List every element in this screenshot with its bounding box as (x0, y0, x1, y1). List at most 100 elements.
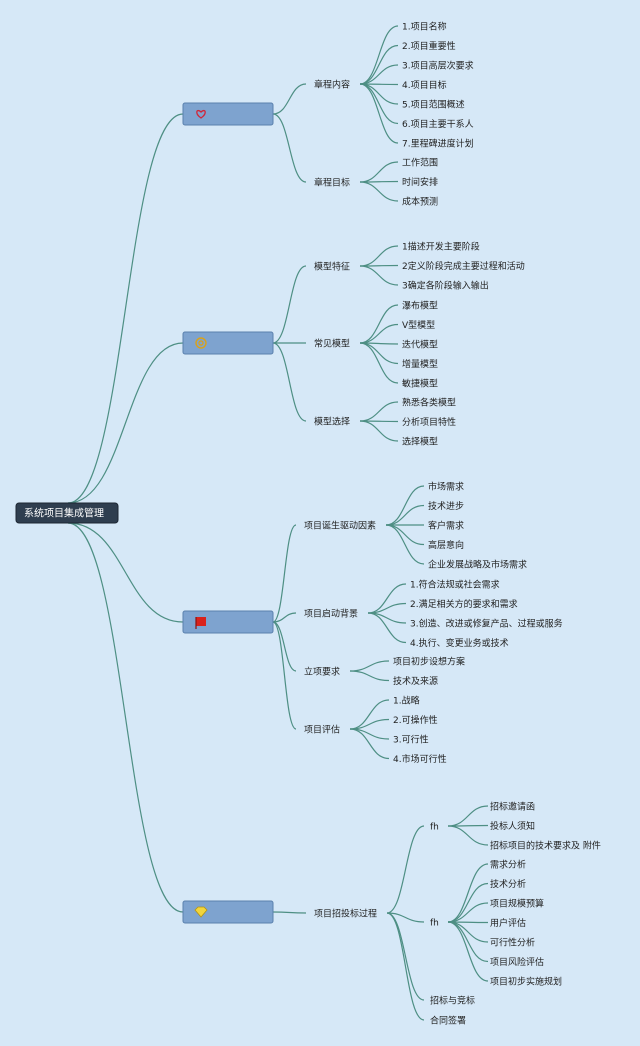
topic-to-leaf-line (359, 342, 399, 365)
topic-label: 章程目标 (314, 177, 350, 189)
leaf-label: 选择模型 (402, 436, 438, 448)
leaf-label: 投标人须知 (490, 820, 535, 832)
leaf-label: 4.市场可行性 (393, 753, 447, 765)
leaf-label: 技术进步 (428, 500, 464, 512)
root-to-section-line (67, 113, 184, 504)
section-node[interactable] (182, 610, 274, 634)
leaf-label: 时间安排 (402, 176, 438, 188)
leaf-label: 1描述开发主要阶段 (402, 241, 480, 253)
topic-to-leaf-line (359, 245, 399, 267)
leaf-label: 高层意向 (428, 539, 464, 551)
root-to-section-line (67, 522, 184, 913)
section-to-topic-line (272, 113, 307, 183)
leaf-label: 分析项目特性 (402, 416, 456, 428)
flag-icon (195, 617, 206, 629)
leaf-label: 3确定各阶段输入输出 (402, 280, 489, 292)
leaf-label: 2定义阶段完成主要过程和活动 (402, 260, 525, 272)
section-box (182, 900, 274, 924)
topic-to-leaf-line (359, 64, 399, 85)
section-to-topic-line (272, 911, 307, 914)
section-to-topic-line (272, 621, 297, 672)
topic-to-leaf-line (367, 612, 407, 644)
sub-to-leaf-line (447, 921, 489, 982)
leaf-label: 熟悉各类模型 (402, 397, 456, 409)
topic-to-sub-line (386, 912, 425, 923)
section-to-topic-line (272, 612, 297, 623)
heart-icon (196, 109, 206, 119)
leaf-label: 5.项目范围概述 (402, 99, 465, 111)
topic-label: 项目评估 (304, 724, 340, 736)
leaf-label: 1.项目名称 (402, 21, 447, 33)
sub-to-leaf-line (447, 882, 489, 923)
leaf-label: 招标与竞标 (430, 995, 475, 1007)
topic-to-leaf-line (359, 401, 399, 422)
leaf-label: 迭代模型 (402, 339, 438, 351)
leaf-label: 可行性分析 (490, 937, 535, 949)
topic-to-leaf-line (359, 420, 399, 442)
diamond-icon (194, 906, 208, 918)
leaf-label: 瀑布模型 (402, 300, 438, 312)
sub-to-leaf-line (447, 825, 489, 846)
topic-to-leaf-line (359, 44, 399, 85)
sub-topic-label: fh (430, 823, 439, 833)
leaf-label: 2.满足相关方的要求和需求 (410, 598, 518, 610)
leaf-label: 项目初步实施规划 (490, 976, 562, 988)
section-to-topic-line (272, 621, 297, 730)
leaf-label: 客户需求 (428, 520, 464, 532)
section-to-topic-line (272, 83, 307, 115)
topic-to-leaf-line (359, 265, 399, 286)
leaf-label: 3.可行性 (393, 734, 429, 746)
root-label: 系统项目集成管理 (24, 507, 104, 520)
topic-to-leaf-line (385, 524, 425, 546)
topic-to-sub-line (386, 825, 425, 914)
leaf-label: 成本预测 (402, 196, 438, 208)
leaf-label: 2.项目重要性 (402, 40, 456, 52)
section-node[interactable] (182, 102, 274, 126)
topic-label: 常见模型 (314, 338, 350, 350)
leaf-label: 项目初步设想方案 (393, 656, 465, 668)
section-box (182, 331, 274, 355)
leaf-label: 市场需求 (428, 481, 464, 493)
leaf-label: 1.战略 (393, 695, 420, 707)
leaf-label: 技术分析 (490, 878, 526, 890)
leaf-label: 4.项目目标 (402, 79, 447, 91)
leaf-label: 招标邀请函 (490, 801, 535, 813)
topic-to-leaf-line (349, 660, 390, 672)
leaf-label: 企业发展战略及市场需求 (428, 559, 527, 571)
leaf-label: 3.创造、改进或修复产品、过程或服务 (410, 618, 563, 630)
topic-to-leaf-line (349, 728, 390, 760)
sub-to-leaf-line (447, 805, 489, 827)
topic-to-leaf-line (359, 264, 399, 267)
topic-to-leaf-line (385, 504, 425, 526)
leaf-label: 6.项目主要干系人 (402, 118, 474, 130)
leaf-label: 工作范围 (402, 157, 438, 169)
section-box (182, 610, 274, 634)
topic-to-leaf-line (359, 323, 399, 344)
leaf-label: 需求分析 (490, 859, 526, 871)
section-box (182, 102, 274, 126)
topic-label: 模型选择 (314, 416, 350, 428)
section-node[interactable] (182, 331, 274, 355)
leaf-label: 敏捷模型 (402, 378, 438, 390)
topic-to-leaf-line (349, 670, 390, 682)
section-to-topic-line (272, 265, 307, 344)
leaf-label: 7.里程碑进度计划 (402, 138, 474, 150)
leaf-label: 技术及来源 (393, 675, 438, 687)
topic-to-sub-line (386, 912, 425, 1001)
leaf-label: 招标项目的技术要求及 附件 (490, 840, 601, 852)
leaf-label: 项目风险评估 (490, 956, 544, 968)
root-node[interactable]: 系统项目集成管理 (15, 502, 119, 524)
topic-label: 立项要求 (304, 666, 340, 678)
leaf-label: 增量模型 (402, 358, 438, 370)
link-layer (67, 25, 489, 1021)
topic-to-sub-line (386, 912, 425, 1021)
section-node[interactable] (182, 900, 274, 924)
root-to-section-line (67, 522, 184, 623)
topic-to-leaf-line (359, 304, 399, 344)
topic-label: 项目诞生驱动因素 (304, 520, 376, 532)
leaf-label: 1.符合法规或社会需求 (410, 579, 500, 591)
section-to-topic-line (272, 342, 307, 422)
leaf-label: 3.项目高层次要求 (402, 60, 474, 72)
leaf-label: 2.可操作性 (393, 714, 438, 726)
topic-to-leaf-line (359, 83, 399, 105)
